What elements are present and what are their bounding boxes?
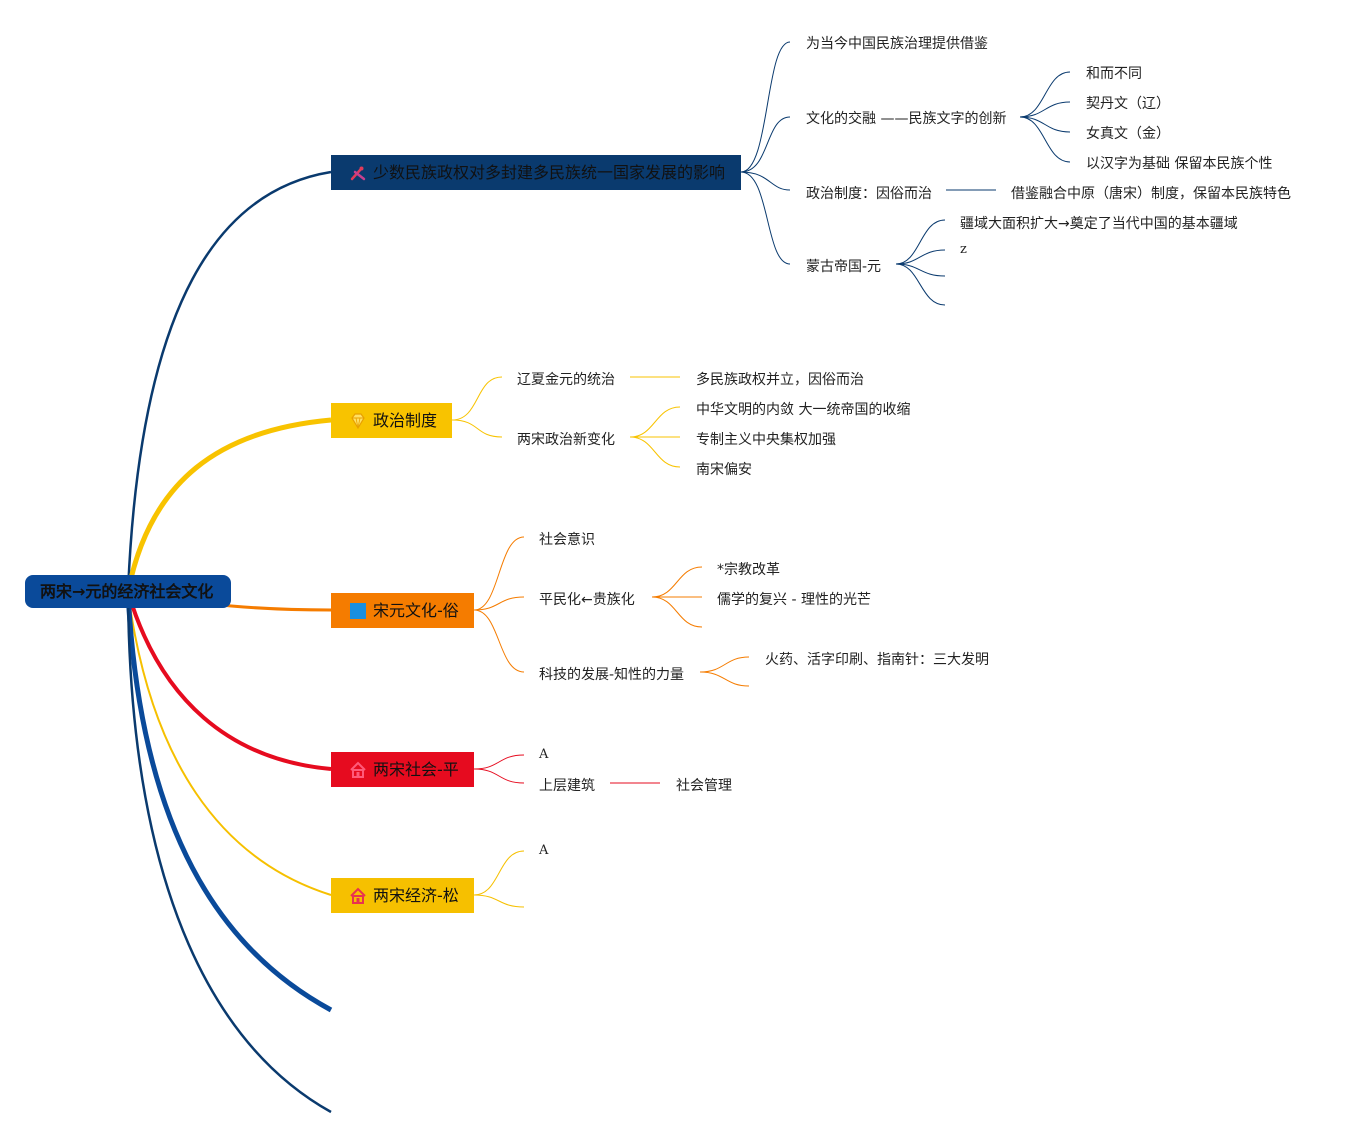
topic-popularization[interactable]: 平民化←贵族化 <box>539 592 635 608</box>
square-icon <box>350 603 366 619</box>
link-root-extra2 <box>126 591 332 1114</box>
topic-mongol-child-2[interactable]: z <box>960 242 967 257</box>
topic-liaoxia[interactable]: 辽夏金元的统治 <box>517 372 615 388</box>
branch-economy-label: 两宋经济-松 <box>373 886 459 905</box>
topic-society-a[interactable]: A <box>539 747 549 762</box>
topic-upper-structure[interactable]: 上层建筑 <box>539 778 595 794</box>
branch-minority-label: 少数民族政权对多封建多民族统一国家发展的影响 <box>373 163 726 182</box>
topic-culture-fusion[interactable]: 文化的交融 ——民族文字的创新 <box>806 111 1007 127</box>
house-icon <box>350 887 366 904</box>
minority-links <box>740 41 1071 306</box>
branch-minority[interactable]: 少数民族政权对多封建多民族统一国家发展的影响 <box>331 155 741 190</box>
house-icon <box>350 761 366 778</box>
branch-society[interactable]: 两宋社会-平 <box>331 752 474 787</box>
topic-song-child-3[interactable]: 南宋偏安 <box>696 462 752 478</box>
topic-social-management[interactable]: 社会管理 <box>676 778 732 794</box>
branch-political[interactable]: 政治制度 <box>331 403 452 438</box>
topic-politics[interactable]: 政治制度：因俗而治 <box>806 186 932 202</box>
topic-culture-child-1[interactable]: 和而不同 <box>1086 66 1142 82</box>
link-root-political <box>125 417 332 593</box>
topic-politics-child[interactable]: 借鉴融合中原（唐宋）制度，保留本民族特色 <box>1011 186 1291 202</box>
branch-society-label: 两宋社会-平 <box>373 760 459 779</box>
topic-science-child[interactable]: 火药、活字印刷、指南针：三大发明 <box>765 652 989 668</box>
topic-lesson[interactable]: 为当今中国民族治理提供借鉴 <box>806 36 988 52</box>
topic-liaoxia-child[interactable]: 多民族政权并立，因俗而治 <box>696 372 864 388</box>
political-links <box>451 376 681 468</box>
root-topic[interactable]: 两宋→元的经济社会文化 <box>25 575 231 608</box>
tools-icon <box>350 166 366 181</box>
topic-song-politics[interactable]: 两宋政治新变化 <box>517 432 615 448</box>
link-root-economy <box>127 591 332 896</box>
topic-mongol[interactable]: 蒙古帝国-元 <box>806 259 882 275</box>
topic-culture-child-4[interactable]: 以汉字为基础 保留本民族个性 <box>1086 156 1273 172</box>
topic-economy-a[interactable]: A <box>539 843 549 858</box>
diamond-icon <box>351 413 365 430</box>
topic-song-child-1[interactable]: 中华文明的内敛 大一统帝国的收缩 <box>696 402 911 418</box>
topic-social-awareness[interactable]: 社会意识 <box>539 532 595 548</box>
topic-culture-child-2[interactable]: 契丹文（辽） <box>1086 96 1170 112</box>
society-links <box>473 754 660 784</box>
branch-political-label: 政治制度 <box>373 411 438 430</box>
topic-science[interactable]: 科技的发展-知性的力量 <box>539 667 685 683</box>
topic-song-child-2[interactable]: 专制主义中央集权加强 <box>696 432 836 448</box>
branch-culture-label: 宋元文化-俗 <box>373 601 459 620</box>
topic-popular-child-2[interactable]: 儒学的复兴 - 理性的光芒 <box>717 592 871 608</box>
culture-links <box>473 536 750 687</box>
topic-culture-child-3[interactable]: 女真文（金） <box>1086 126 1170 142</box>
link-root-minority <box>126 170 332 593</box>
topic-mongol-child-1[interactable]: 疆域大面积扩大→奠定了当代中国的基本疆域 <box>960 216 1238 232</box>
link-root-extra1 <box>125 591 333 1013</box>
topic-popular-child-1[interactable]: *宗教改革 <box>717 562 780 578</box>
economy-links <box>473 850 525 908</box>
link-root-society <box>126 591 332 771</box>
branch-economy[interactable]: 两宋经济-松 <box>331 878 474 913</box>
branch-culture[interactable]: 宋元文化-俗 <box>331 593 474 628</box>
